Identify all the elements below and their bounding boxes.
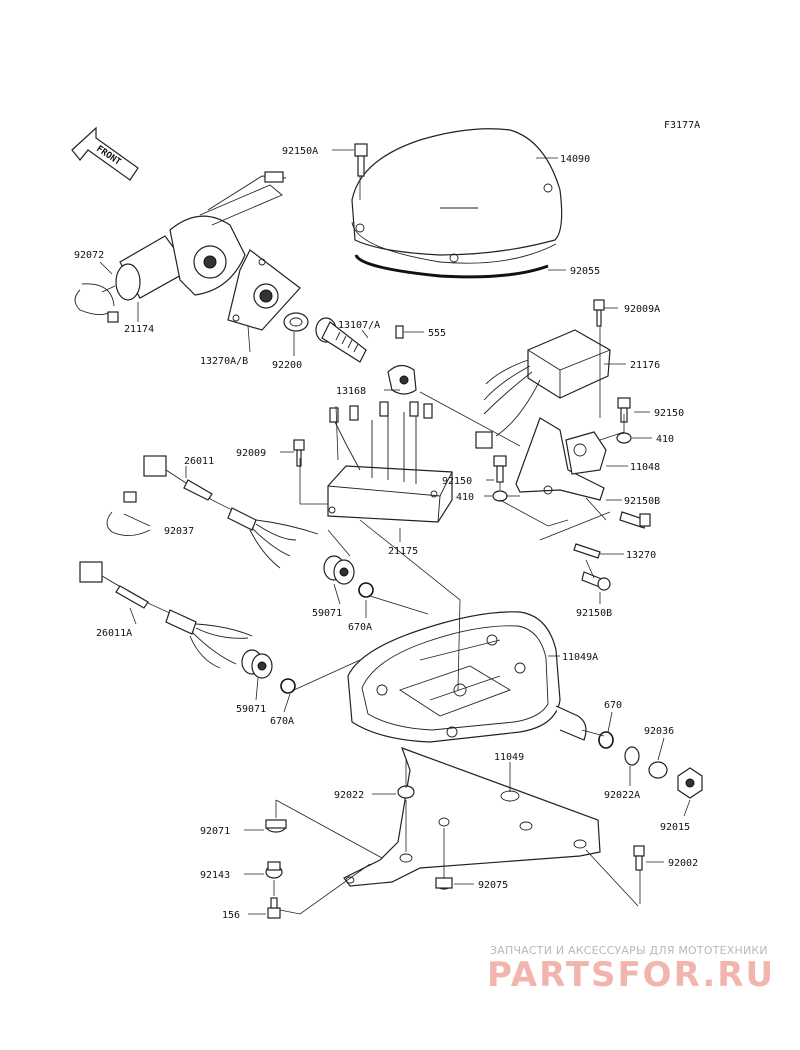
label-670: 670 (604, 700, 622, 711)
label-11049: 11049 (494, 752, 524, 763)
seal-92200 (283, 312, 309, 332)
washer-410-right (616, 432, 632, 444)
front-arrow: FRONT (71, 126, 139, 181)
label-92150-center: 92150 (442, 476, 472, 487)
label-92036: 92036 (644, 726, 674, 737)
o-ring-670a-upper (358, 582, 374, 598)
shaft-13107a (315, 317, 367, 363)
cover-gasket (354, 254, 549, 279)
label-21175: 21175 (388, 546, 418, 557)
hole-marker (438, 817, 450, 827)
label-92022: 92022 (334, 790, 364, 801)
grommet-92071 (265, 819, 287, 833)
label-92200: 92200 (272, 360, 302, 371)
label-92143: 92143 (200, 870, 230, 881)
o-ring-670 (598, 731, 614, 749)
label-92075: 92075 (478, 880, 508, 891)
cam-13168 (387, 364, 417, 395)
label-21176: 21176 (630, 360, 660, 371)
label-92015: 92015 (660, 822, 690, 833)
label-92022a: 92022A (604, 790, 640, 801)
watermark-logo: PARTSFOR.RU (487, 955, 776, 995)
seal-92200-inner (289, 317, 303, 327)
mount-plate-11049 (343, 746, 601, 887)
bolt-92002 (633, 845, 645, 871)
label-92002: 92002 (668, 858, 698, 869)
label-59071-upper: 59071 (312, 608, 342, 619)
bolt-92150a (354, 143, 368, 177)
label-410-center: 410 (456, 492, 474, 503)
label-26011a: 26011A (96, 628, 132, 639)
assembly-lines (273, 176, 641, 915)
washer-92022a (624, 746, 640, 766)
label-13168: 13168 (336, 386, 366, 397)
label-92071: 92071 (200, 826, 230, 837)
label-92009: 92009 (236, 448, 266, 459)
label-410-right: 410 (656, 434, 674, 445)
bolt-92150b-upper (619, 511, 651, 529)
label-59071-lower: 59071 (236, 704, 266, 715)
label-156: 156 (222, 910, 240, 921)
label-92150-right: 92150 (654, 408, 684, 419)
harness-26011a (79, 561, 253, 669)
bracket-11048 (515, 417, 607, 501)
bolt-92150-center (493, 455, 507, 483)
watermark-subtitle: ЗАПЧАСТИ И АКСЕССУАРЫ ДЛЯ МОТОТЕХНИКИ (490, 944, 768, 957)
label-13270ab: 13270A/B (200, 356, 248, 367)
label-11048: 11048 (630, 462, 660, 473)
band-clamp-92037 (106, 491, 151, 536)
label-555: 555 (428, 328, 446, 339)
bolt-92009 (293, 439, 305, 467)
harness-26011 (143, 455, 319, 569)
label-670a-lower: 670A (270, 716, 294, 727)
label-26011: 26011 (184, 456, 214, 467)
label-92009a: 92009A (624, 304, 660, 315)
label-14090: 14090 (560, 154, 590, 165)
bolt-156 (267, 897, 281, 919)
label-13107a: 13107/A (338, 320, 380, 331)
motor-assembly (101, 171, 287, 301)
figure-code: F3177A (664, 120, 700, 131)
bolt-92009a (593, 299, 605, 327)
label-11049a: 11049A (562, 652, 598, 663)
label-92150a: 92150A (282, 146, 318, 157)
label-92150b-upper: 92150B (624, 496, 660, 507)
part-number-labels: 92150A 14090 92072 92055 21174 92009A 13… (74, 146, 698, 921)
pin-13270 (573, 543, 601, 559)
control-box-case-11049a (347, 611, 587, 743)
nut-92015 (677, 767, 703, 799)
bushing-92036 (648, 761, 668, 779)
nut-92143 (265, 861, 283, 879)
mount-plate-13270ab (227, 249, 301, 331)
leader-lines (99, 149, 691, 915)
grommet-92075 (435, 877, 453, 890)
bolt-92150b-lower (581, 571, 611, 591)
band-clamp-92072 (74, 283, 119, 323)
label-21174: 21174 (124, 324, 154, 335)
pin-555 (395, 325, 404, 339)
washer-410-center (492, 490, 508, 502)
grommet-59071-lower (241, 649, 273, 679)
label-92150b-lower: 92150B (576, 608, 612, 619)
grommet-59071-upper (323, 555, 355, 585)
regulator-21175 (327, 401, 453, 523)
o-ring-670a-lower (280, 678, 296, 694)
label-92037: 92037 (164, 526, 194, 537)
control-box-cover (351, 128, 563, 264)
label-92072: 92072 (74, 250, 104, 261)
label-92055: 92055 (570, 266, 600, 277)
label-13270: 13270 (626, 550, 656, 561)
cdi-unit-21176 (475, 329, 611, 449)
label-670a-upper: 670A (348, 622, 372, 633)
